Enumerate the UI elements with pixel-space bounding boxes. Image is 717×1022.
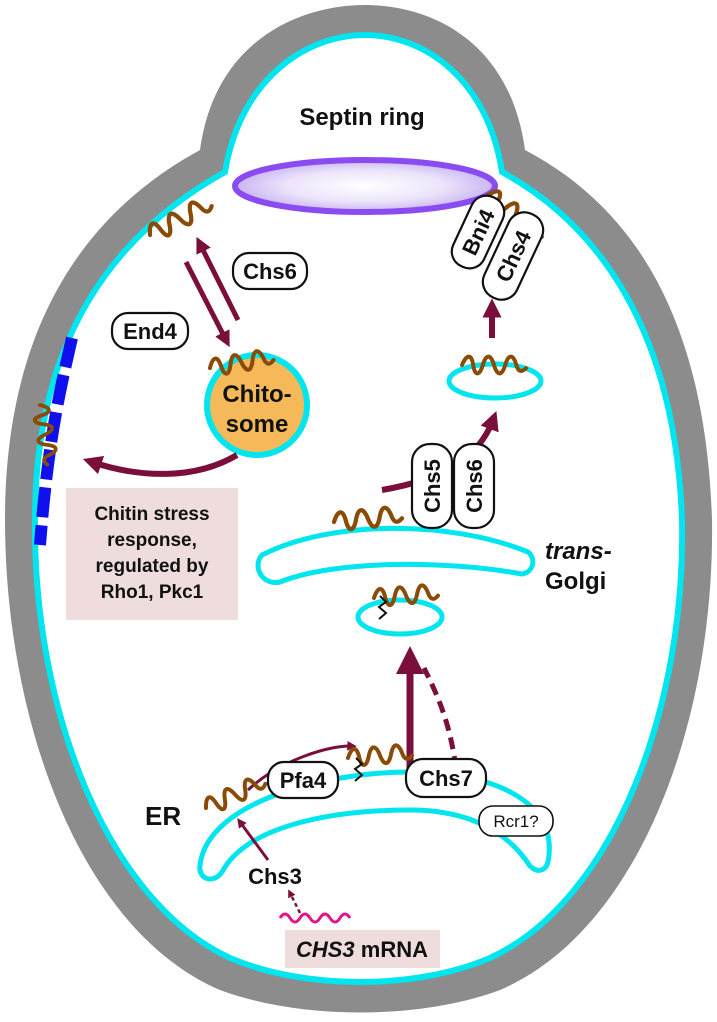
chs3-mrna-box: CHS3 mRNA [285, 930, 440, 968]
svg-text:Chs5: Chs5 [420, 459, 445, 513]
end4-box: End4 [110, 311, 190, 351]
arrow-endocytosis [183, 260, 230, 348]
svg-text:Chito-: Chito- [222, 381, 291, 408]
chs6-pill-exomer: Chs6 [452, 442, 496, 530]
svg-text:Chs6: Chs6 [243, 259, 297, 284]
rcr1-box: Rcr1? [478, 805, 554, 837]
arrow-translation [237, 818, 270, 861]
svg-text:Rcr1?: Rcr1? [493, 812, 538, 831]
svg-text:Pfa4: Pfa4 [280, 768, 327, 793]
arrow-pfa4-palmitoylation [246, 740, 357, 792]
svg-text:CHS3 mRNA: CHS3 mRNA [296, 937, 428, 962]
palmitoyl-anchor-vesicle [377, 595, 388, 620]
arrow-stress-delivery [82, 452, 239, 477]
trans-label: trans- [545, 538, 612, 565]
svg-text:Chs7: Chs7 [419, 766, 473, 791]
chs5-pill: Chs5 [410, 442, 454, 530]
chs3-mrna-squiggle [278, 912, 352, 924]
er-label: ER [145, 801, 181, 831]
trans-golgi-cisterna [255, 525, 536, 585]
palmitoyl-anchor-er [353, 757, 364, 782]
arrow-recycling [196, 236, 241, 322]
pfa4-box: Pfa4 [266, 760, 340, 800]
chs3-label: Chs3 [248, 864, 302, 889]
chitin-stress-response-box: Chitin stress response, regulated by Rho… [66, 488, 238, 620]
svg-text:some: some [226, 411, 289, 438]
chitosome: Chito- some [204, 352, 310, 458]
svg-text:Chs6: Chs6 [462, 459, 487, 513]
chitin-patch [34, 336, 78, 546]
septin-ring-label: Septin ring [299, 104, 424, 131]
svg-text:Rho1, Pkc1: Rho1, Pkc1 [101, 582, 204, 603]
svg-text:regulated by: regulated by [96, 556, 209, 577]
chs6-box-top: Chs6 [231, 251, 309, 291]
er-to-golgi-vesicle [355, 597, 445, 637]
svg-text:response,: response, [107, 530, 197, 551]
svg-text:End4: End4 [123, 319, 178, 344]
svg-text:Chitin stress: Chitin stress [94, 504, 209, 525]
arrow-mrna-to-protein [288, 889, 302, 914]
chs7-box: Chs7 [404, 757, 488, 799]
golgi-label: Golgi [545, 568, 606, 595]
septin-ring [232, 157, 498, 215]
